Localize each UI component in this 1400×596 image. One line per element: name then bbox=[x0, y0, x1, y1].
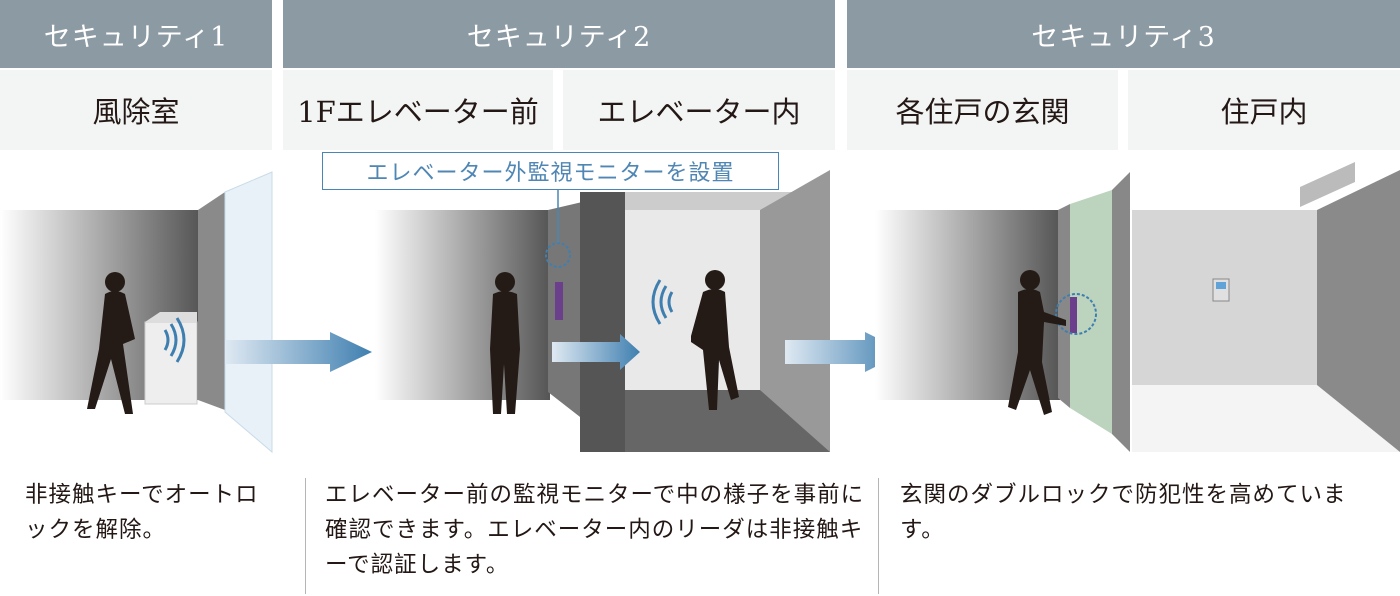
section-3-description: 玄関のダブルロックで防犯性を高めています。 bbox=[900, 482, 1347, 543]
vestibule-scene bbox=[0, 171, 273, 454]
double-lock bbox=[1070, 297, 1077, 333]
section-1-header: セキュリティ1 bbox=[0, 0, 272, 68]
security-illustration bbox=[0, 162, 1400, 454]
location-vestibule: 風除室 bbox=[0, 70, 272, 150]
wireless-icon bbox=[651, 279, 674, 325]
wireless-icon bbox=[163, 317, 186, 363]
section-2-description: エレベーター前の監視モニターで中の様子を事前に確認できます。エレベーター内のリー… bbox=[325, 482, 865, 578]
monitor-callout: エレベーター外監視モニターを設置 bbox=[322, 152, 779, 190]
location-elevator-inside: エレベーター内 bbox=[563, 70, 835, 150]
divider bbox=[305, 478, 306, 594]
card-reader bbox=[555, 282, 563, 320]
location-dwelling: 住戸内 bbox=[1128, 70, 1400, 150]
section-3-header: セキュリティ3 bbox=[847, 0, 1400, 68]
elevator-front-scene bbox=[375, 170, 830, 454]
arrow-icon bbox=[552, 334, 640, 370]
entrance-scene bbox=[875, 162, 1400, 452]
person-silhouette bbox=[691, 270, 739, 410]
person-silhouette bbox=[87, 272, 135, 414]
divider bbox=[878, 478, 879, 594]
section-1-description: 非接触キーでオートロックを解除。 bbox=[25, 482, 259, 543]
location-elevator-front: 1Fエレベーター前 bbox=[283, 70, 553, 150]
location-entrance: 各住戸の玄関 bbox=[847, 70, 1118, 150]
person-silhouette bbox=[490, 272, 520, 414]
person-silhouette bbox=[1008, 270, 1066, 415]
arrow-icon bbox=[225, 332, 372, 372]
section-2-header: セキュリティ2 bbox=[283, 0, 835, 68]
